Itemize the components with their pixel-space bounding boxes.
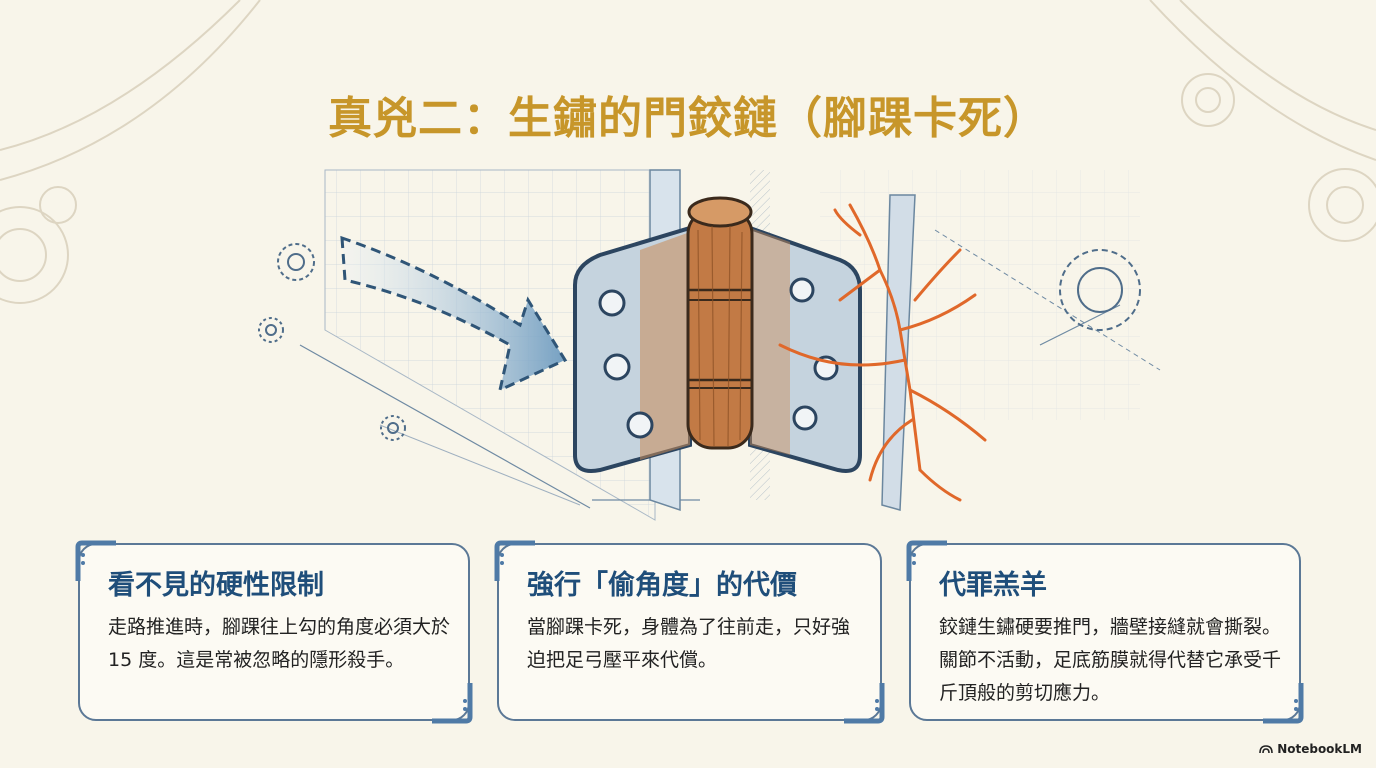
corner-bracket-icon	[75, 540, 116, 581]
card-heading: 看不見的硬性限制	[108, 570, 324, 601]
card-heading: 代罪羔羊	[939, 570, 1047, 601]
corner-bracket-icon	[432, 683, 473, 724]
hinge-illustration	[573, 196, 862, 473]
crack-illustration	[778, 203, 987, 502]
page-title: 真兇二：生鏽的門鉸鏈（腳踝卡死）	[328, 93, 1048, 144]
corner-bracket-icon	[844, 683, 885, 724]
card-text: 當腳踝卡死，身體為了往前走，只好強迫把足弓壓平來代償。	[527, 616, 851, 671]
corner-bracket-icon	[494, 540, 535, 581]
arrow-icon	[340, 235, 568, 393]
gear-icon	[258, 243, 1141, 441]
info-card-hidden-limit: 看不見的硬性限制 走路推進時，腳踝往上勾的角度必須大於 15 度。這是常被忽略的…	[75, 540, 473, 724]
gear-icon	[0, 0, 1376, 304]
brand-watermark: NotebookLM	[1259, 742, 1362, 756]
info-card-scapegoat: 代罪羔羊 鉸鏈生鏽硬要推門，牆壁接縫就會撕裂。關節不活動，足底筋膜就得代替它承受…	[906, 540, 1304, 724]
card-text: 走路推進時，腳踝往上勾的角度必須大於 15 度。這是常被忽略的隱形殺手。	[108, 616, 451, 671]
info-card-cost: 強行「偷角度」的代價 當腳踝卡死，身體為了往前走，只好強迫把足弓壓平來代償。	[494, 540, 885, 724]
corner-bracket-icon	[906, 540, 947, 581]
brand-label: NotebookLM	[1277, 742, 1362, 756]
card-heading: 強行「偷角度」的代價	[527, 570, 797, 601]
notebooklm-logo-icon	[1259, 745, 1273, 754]
corner-bracket-icon	[1263, 683, 1304, 724]
card-text: 鉸鏈生鏽硬要推門，牆壁接縫就會撕裂。關節不活動，足底筋膜就得代替它承受千斤頂般的…	[939, 616, 1282, 704]
